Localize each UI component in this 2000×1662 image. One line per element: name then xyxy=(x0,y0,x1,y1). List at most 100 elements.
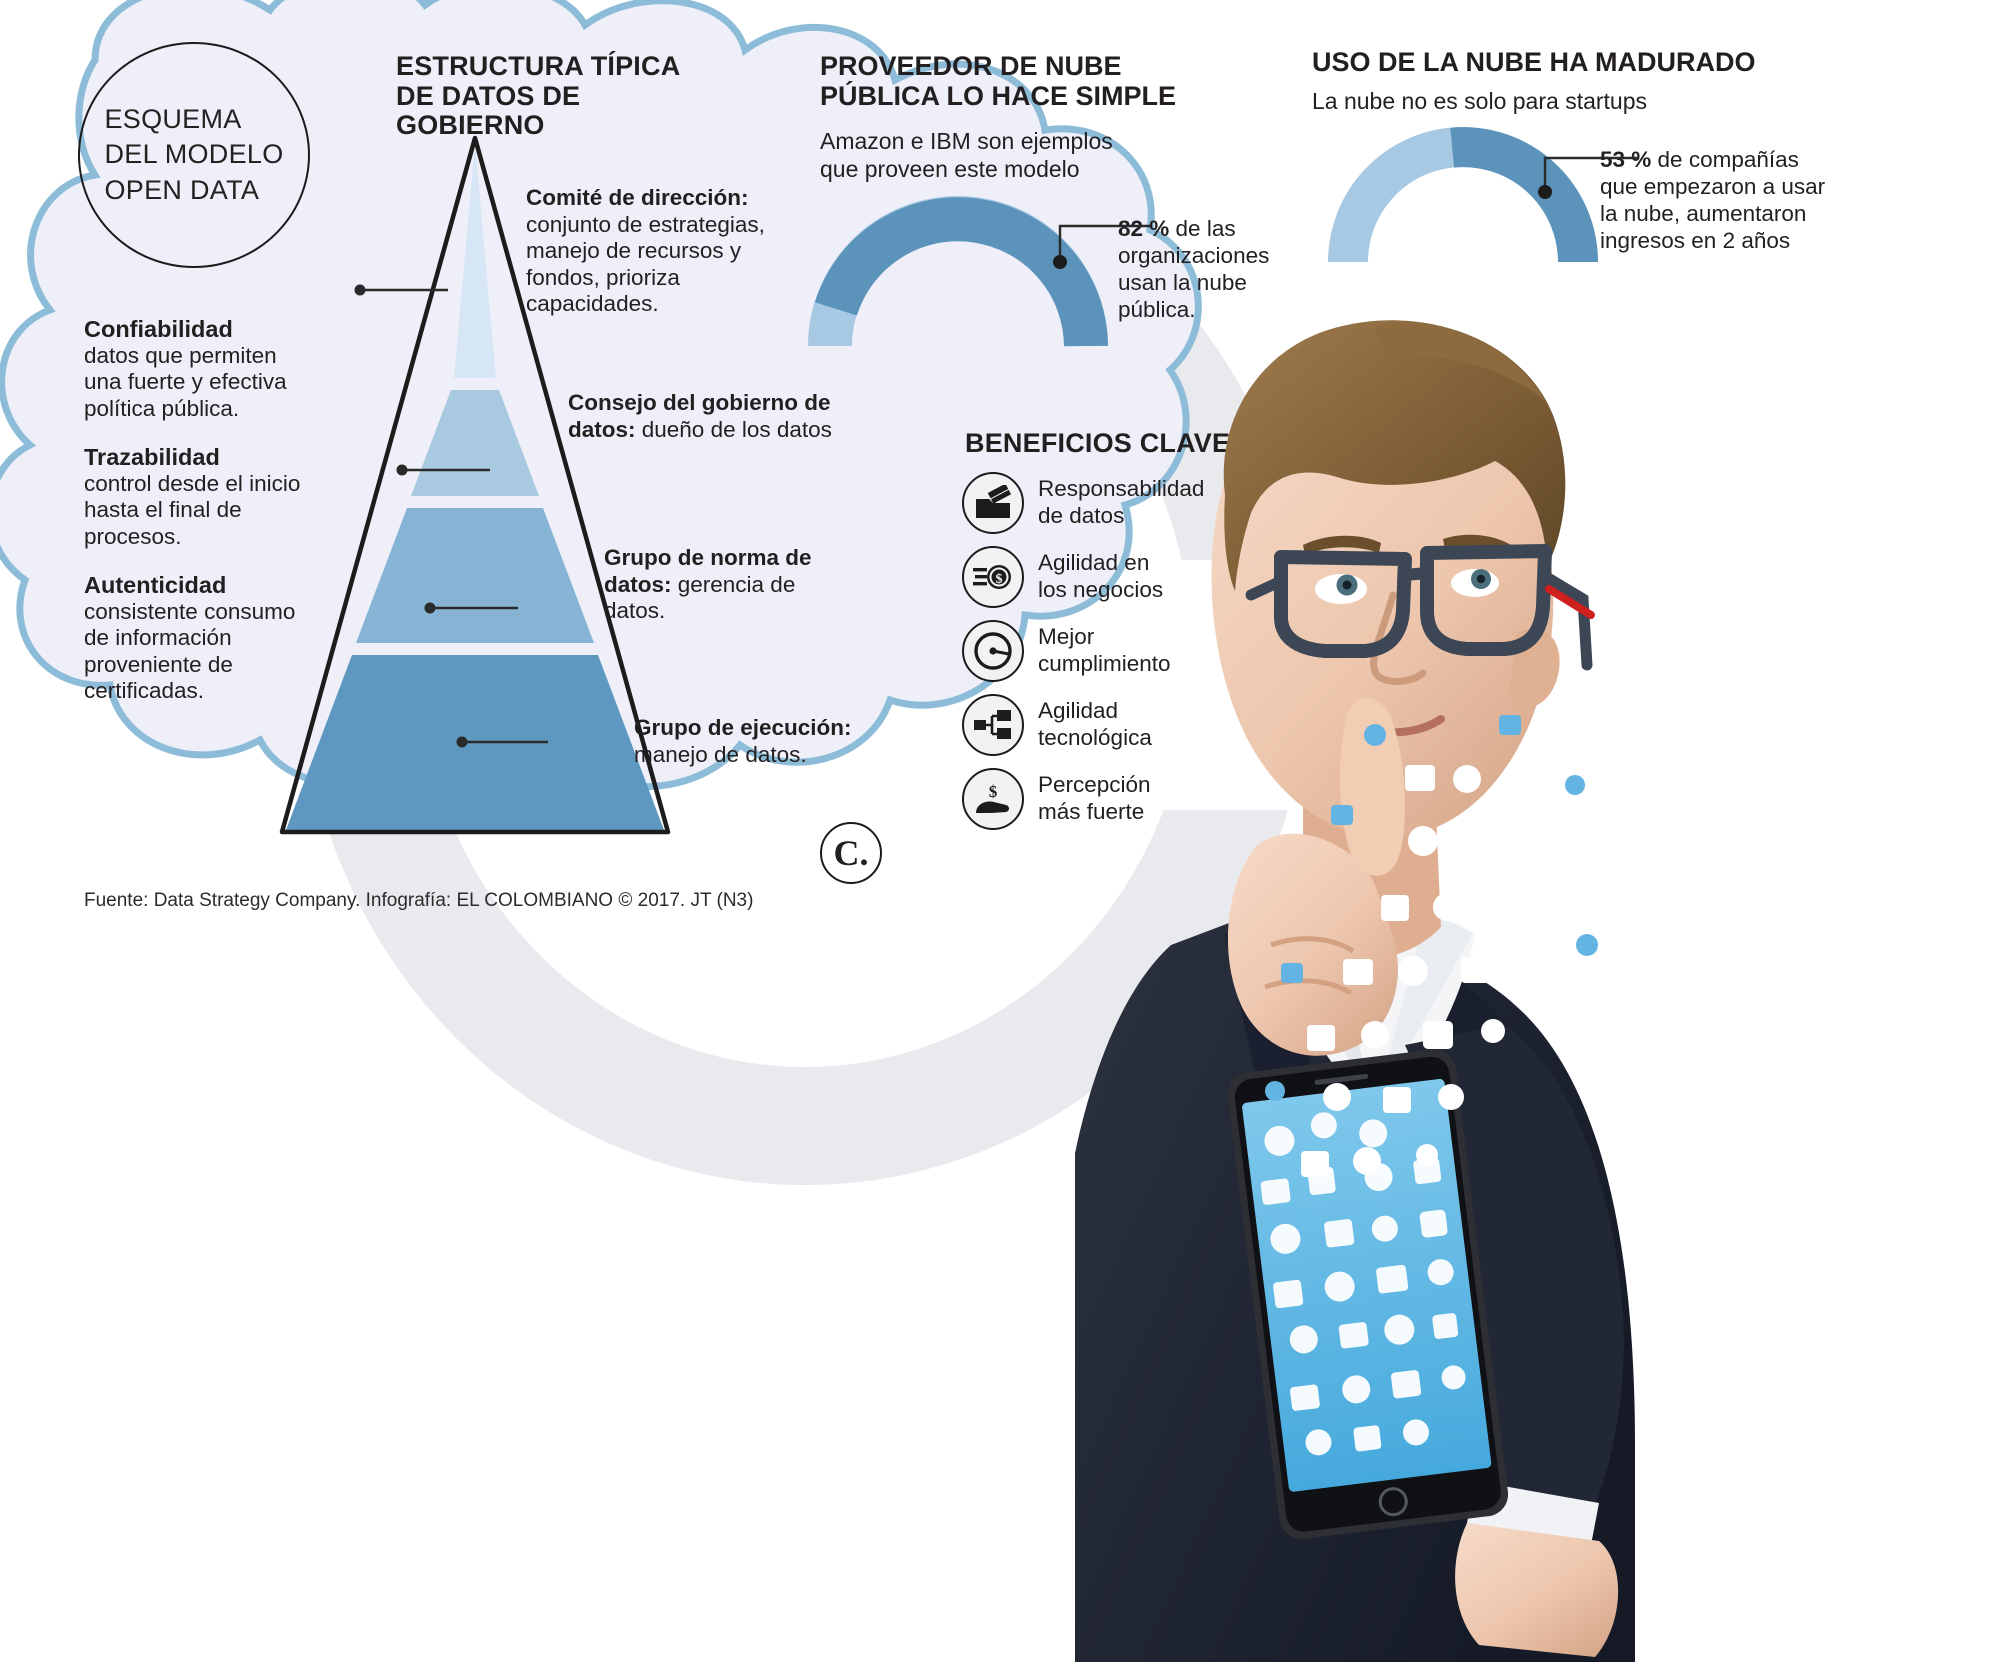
pyramid-title-line-1: ESTRUCTURA TÍPICA xyxy=(396,51,681,81)
floating-app-icons xyxy=(1301,765,1573,1177)
middle-section-subtitle: Amazon e IBM son ejemplos que proveen es… xyxy=(820,128,1180,183)
hand-money-icon: $ xyxy=(962,768,1024,830)
benefit-label-line-2: más fuerte xyxy=(1038,799,1145,824)
benefit-label-line-1: Mejor xyxy=(1038,624,1095,650)
benefit-label-line-1: Percepción xyxy=(1038,772,1151,798)
right-section-title: USO DE LA NUBE HA MADURADO xyxy=(1312,47,1756,77)
logo-text: C. xyxy=(833,833,869,873)
benefit-label: Responsabilidad de datos xyxy=(1038,476,1204,529)
middle-title-line-2: PÚBLICA LO HACE SIMPLE xyxy=(820,80,1177,111)
fast-money-icon: $ xyxy=(962,546,1024,608)
source-credit: Fuente: Data Strategy Company. Infografí… xyxy=(84,890,754,911)
principle-autenticidad: Autenticidad consistente consumo de info… xyxy=(84,572,314,704)
pyramid-label-2: Consejo del gobierno de datos: dueño de … xyxy=(568,390,838,443)
principle-confiabilidad: Confiabilidad datos que permiten una fue… xyxy=(84,316,314,422)
index-finger xyxy=(1339,697,1405,876)
middle-subtitle-line-1: Amazon e IBM son ejemplos xyxy=(820,128,1113,154)
pyramid-dot-1 xyxy=(354,284,366,296)
principle-definition: control desde el inicio hasta el final d… xyxy=(84,470,301,549)
benefit-label-line-1: Responsabilidad xyxy=(1038,476,1205,502)
benefit-label: Agilidad tecnológica xyxy=(1038,698,1152,751)
pyramid-title: ESTRUCTURA TÍPICA DE DATOS DE GOBIERNO xyxy=(396,51,726,141)
phone-screen-app-icons xyxy=(1260,1112,1466,1456)
donut-53-value xyxy=(1450,127,1598,263)
callout-82-text: de las organizaciones usan la nube públi… xyxy=(1118,216,1270,322)
pyramid-dot-3 xyxy=(424,602,436,614)
pyramid-label-def: dueño de los datos xyxy=(635,416,832,442)
title-line-3: OPEN DATA xyxy=(104,174,260,205)
pyramid-tier-1 xyxy=(454,144,496,378)
donut-53-leader xyxy=(1538,156,1637,199)
pyramid-label-term: Grupo de norma de datos: xyxy=(604,545,812,597)
smartphone xyxy=(1227,1049,1509,1539)
head xyxy=(1211,381,1554,838)
callout-53-text: de compañías que empezaron a usar la nub… xyxy=(1600,147,1826,253)
pyramid-dot-2 xyxy=(396,464,408,476)
benefit-item: Agilidad tecnológica xyxy=(962,694,1292,756)
callout-53: 53 % de compañías que empezaron a usar l… xyxy=(1600,146,1835,254)
phone-speaker xyxy=(1314,1073,1369,1085)
eyebrow-right xyxy=(1443,534,1511,555)
middle-subtitle-line-2: que proveen este modelo xyxy=(820,155,1080,182)
callout-82-value: 82 % xyxy=(1118,216,1170,241)
benefits-title: BENEFICIOS CLAVE xyxy=(965,428,1231,458)
donut-chart-82 xyxy=(808,196,1108,361)
benefit-item: Responsabilidad de datos xyxy=(962,472,1292,534)
principles-list: Confiabilidad datos que permiten una fue… xyxy=(84,316,314,726)
hand-holding-phone xyxy=(1455,1523,1619,1657)
middle-section-title: PROVEEDOR DE NUBE PÚBLICA LO HACE SIMPLE xyxy=(820,51,1180,111)
pyramid-label-term: Consejo del gobierno de datos: xyxy=(568,390,831,442)
pyramid-tier-3 xyxy=(356,508,594,643)
pyramid-label-1: Comité de dirección: conjunto de estrate… xyxy=(526,185,816,318)
floating-app-icons-blue xyxy=(1265,715,1598,1101)
benefit-label-line-2: de datos xyxy=(1038,503,1125,528)
benefit-label-line-1: Agilidad en xyxy=(1038,550,1150,576)
benefit-label-line-2: tecnológica xyxy=(1038,725,1152,750)
principle-term: Confiabilidad xyxy=(84,316,233,342)
title-oval-text: ESQUEMA DEL MODELO OPEN DATA xyxy=(104,102,283,207)
donut-82-value xyxy=(814,197,1108,347)
nose xyxy=(1370,591,1427,685)
middle-title-line-1: PROVEEDOR DE NUBE xyxy=(820,51,1122,81)
callout-82: 82 % de las organizaciones usan la nube … xyxy=(1118,215,1298,323)
pyramid-dot-4 xyxy=(456,736,468,748)
title-oval: ESQUEMA DEL MODELO OPEN DATA xyxy=(78,42,310,268)
eyeglasses xyxy=(1245,544,1595,671)
knuckle-line-1 xyxy=(1270,936,1355,954)
hair xyxy=(1223,320,1566,591)
donut-82-leader xyxy=(1053,224,1150,269)
pyramid-outline xyxy=(279,135,671,835)
network-nodes-icon xyxy=(962,694,1024,756)
donut-chart-53 xyxy=(1328,126,1598,276)
title-line-2: DEL MODELO xyxy=(104,139,284,170)
benefit-label: Mejor cumplimiento xyxy=(1038,624,1171,677)
principle-definition: datos que permiten una fuerte y efectiva… xyxy=(84,343,287,421)
pyramid-label-4: Grupo de ejecución: manejo de datos. xyxy=(634,715,894,768)
pyramid-label-def: manejo de datos. xyxy=(634,741,807,767)
knuckle-line-2 xyxy=(1264,978,1353,996)
person-illustration xyxy=(1075,245,2000,1662)
folder-data-icon xyxy=(962,472,1024,534)
principle-term: Trazabilidad xyxy=(84,443,220,470)
phone-home-button xyxy=(1378,1487,1408,1517)
benefit-label: Agilidad en los negocios xyxy=(1038,550,1163,603)
svg-text:$: $ xyxy=(996,572,1003,587)
svg-text:$: $ xyxy=(989,782,998,801)
pyramid-title-line-2: DE DATOS DE GOBIERNO xyxy=(396,80,581,141)
benefit-item: Mejor cumplimiento xyxy=(962,620,1292,682)
el-colombiano-logo: C. xyxy=(820,822,882,884)
pyramid-label-def: gerencia de datos. xyxy=(604,571,796,624)
benefit-label: Percepción más fuerte xyxy=(1038,772,1151,825)
benefit-label-line-2: cumplimiento xyxy=(1038,651,1171,676)
title-line-1: ESQUEMA xyxy=(104,104,242,135)
thinking-hand xyxy=(1227,833,1398,1056)
pyramid-label-3: Grupo de norma de datos: gerencia de dat… xyxy=(604,545,854,625)
benefit-item: $ Agilidad en los negocios xyxy=(962,546,1292,608)
pyramid-label-term: Grupo de ejecución: xyxy=(634,715,852,740)
pyramid-leader-lines xyxy=(354,284,548,748)
pyramid-label-def: conjunto de estrategias, manejo de recur… xyxy=(526,211,765,317)
benefit-label-line-1: Agilidad xyxy=(1038,698,1119,724)
principle-definition: consistente consumo de información prove… xyxy=(84,598,296,703)
principle-trazabilidad: Trazabilidad control desde el inicio has… xyxy=(84,444,314,550)
